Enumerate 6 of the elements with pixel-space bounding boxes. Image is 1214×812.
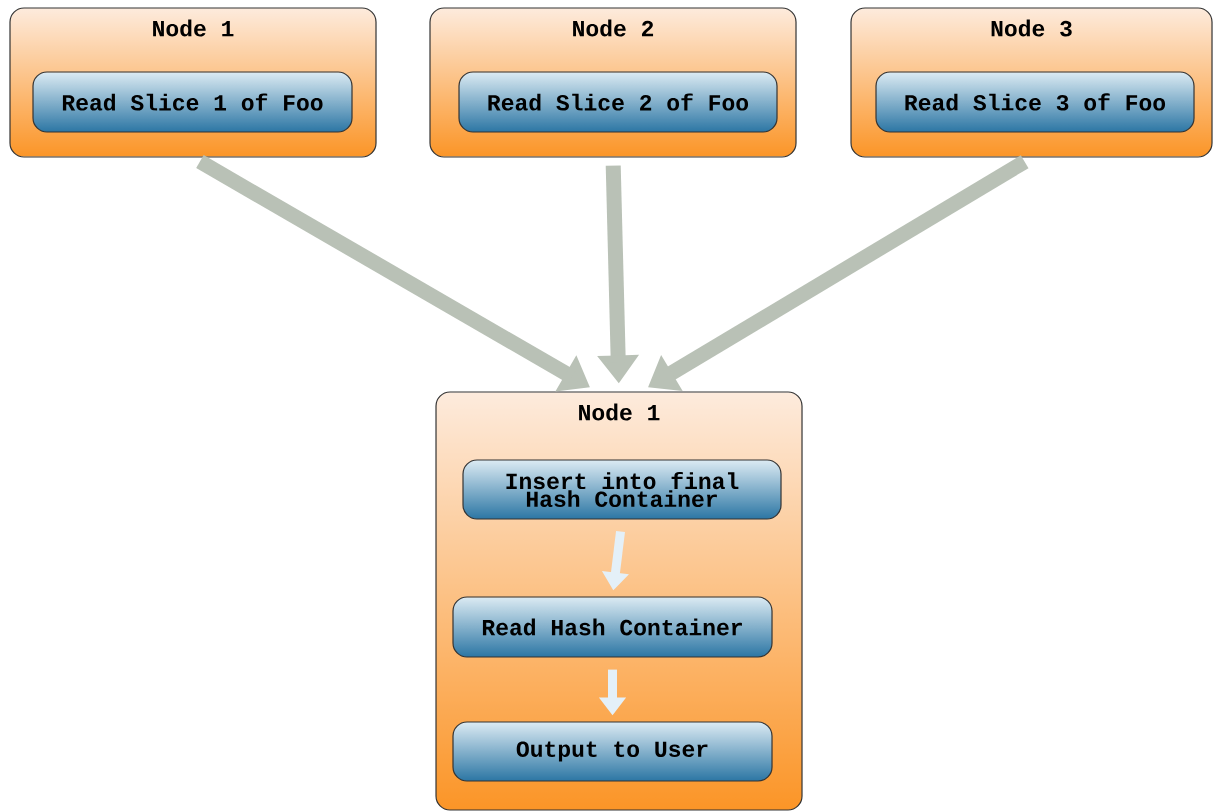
process-box: Read Hash Container <box>452 596 773 658</box>
process-box: Read Slice 1 of Foo <box>32 71 353 133</box>
process-box: Read Slice 2 of Foo <box>458 71 778 133</box>
process-box: Read Slice 3 of Foo <box>875 71 1195 133</box>
process-box: Insert into final Hash Container <box>462 459 782 520</box>
process-box: Output to User <box>452 721 773 782</box>
